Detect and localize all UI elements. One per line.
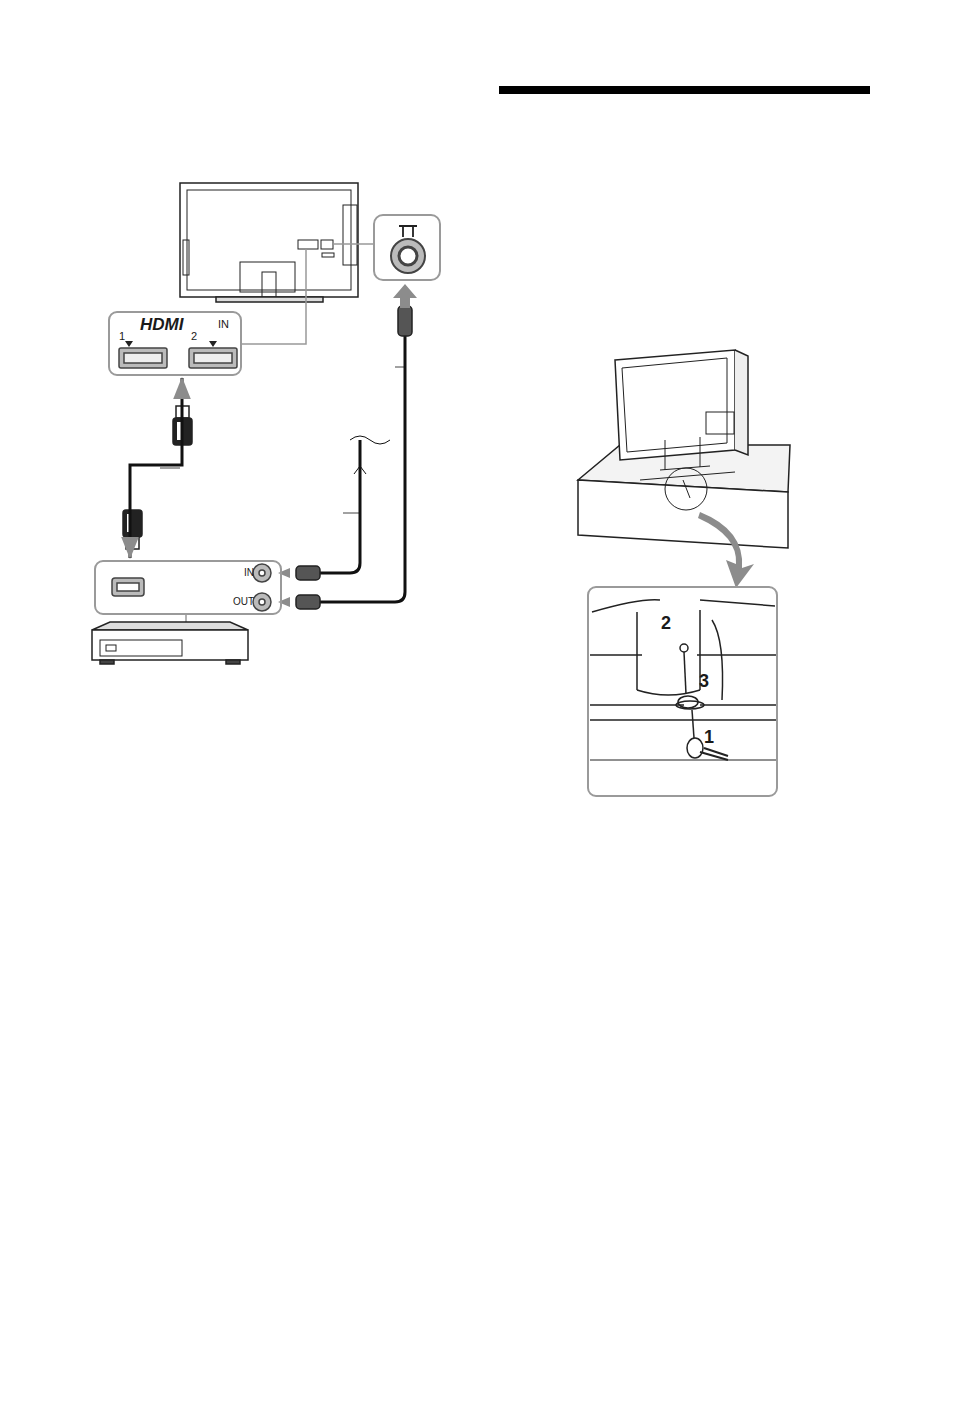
hdmi-port <box>119 341 237 368</box>
callout-number: 3 <box>699 672 709 690</box>
hdmi-logo: HDMI <box>140 316 183 333</box>
tv-on-furniture <box>578 350 790 548</box>
jack-label: IN <box>244 568 254 578</box>
callout-number: 2 <box>661 614 671 632</box>
port-number: 2 <box>191 331 197 342</box>
heading-bar <box>499 86 870 94</box>
antenna-terminal <box>374 215 440 280</box>
stb-connector <box>112 564 290 611</box>
hdmi-cable <box>130 378 182 558</box>
hdmi-input-panel: HDMI IN 1 2 <box>108 311 242 376</box>
port-label: IN <box>218 319 229 330</box>
coax-plug <box>296 284 417 609</box>
leader-line <box>160 244 406 630</box>
set-top-box-panel: IN OUT <box>94 560 282 615</box>
port-number: 1 <box>119 331 125 342</box>
coax-cable <box>320 336 405 602</box>
strap-detail <box>590 600 776 760</box>
zoom-arrow <box>698 512 754 588</box>
jack-label: OUT <box>233 597 254 607</box>
callout-number: 1 <box>704 728 714 746</box>
set-top-box <box>92 622 248 664</box>
detail-inset: 2 3 1 <box>587 586 778 797</box>
tv-rear <box>180 183 358 302</box>
